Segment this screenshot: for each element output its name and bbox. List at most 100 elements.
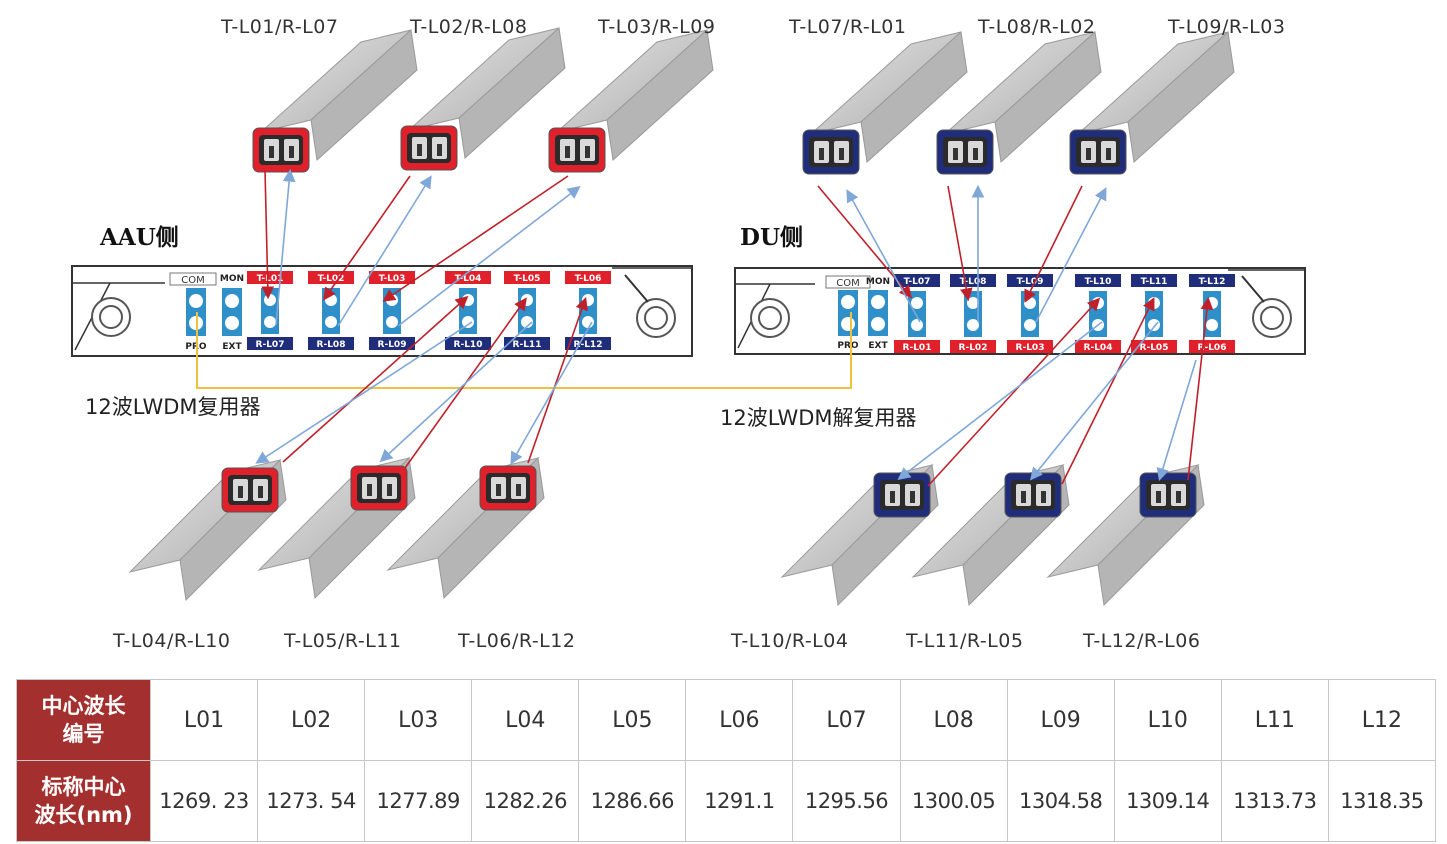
tx-fiber: [382, 175, 569, 302]
table-cell: 1300.05: [899, 760, 1008, 842]
aau-mux-panel: COM MON PRO EXT T-L01R-L07T-L02R-L08T-L0…: [71, 265, 693, 357]
table-cell: L08: [899, 679, 1008, 761]
module-label-bottom-4: T-L10/R-L04: [731, 630, 849, 652]
table-cell: 1269. 23: [149, 760, 259, 842]
module-label-bottom-5: T-L11/R-L05: [906, 630, 1024, 652]
rx-fiber: [337, 175, 432, 327]
port-label-bottom: R-L07: [256, 340, 285, 350]
du-ext-label: EXT: [868, 341, 888, 351]
rx-fiber: [397, 186, 581, 327]
port-label-bottom: R-L09: [378, 340, 407, 350]
port-tag-bottom: [1131, 340, 1177, 353]
module-label-bottom-3: T-L06/R-L12: [458, 630, 576, 652]
port-label-top: T-L05: [514, 274, 541, 284]
port-tag-bottom: [1007, 340, 1053, 353]
module-label-top-6: T-L09/R-L03: [1168, 16, 1286, 38]
du-mon-label: MON: [866, 277, 890, 287]
aau-mon-label: MON: [220, 274, 244, 284]
tx-fiber: [1187, 296, 1214, 481]
table-cell: L10: [1113, 679, 1222, 761]
port-tag-top: [1189, 274, 1235, 287]
header-cell-wavelength: 标称中心波长(nm): [16, 760, 151, 842]
port-tag-top: [565, 271, 611, 284]
port-label-bottom: R-L06: [1198, 343, 1227, 353]
port-label-bottom: R-L02: [959, 343, 988, 353]
table-cell: L09: [1006, 679, 1115, 761]
module-label-bottom-1: T-L04/R-L10: [113, 630, 231, 652]
port-label-bottom: R-L05: [1140, 343, 1169, 353]
table-row-wavelengths: 标称中心波长(nm) 1269. 23 1273. 54 1277.89 128…: [16, 760, 1437, 842]
tx-fiber: [282, 295, 469, 463]
port-tag-top: [1075, 274, 1121, 287]
table-cell: L12: [1327, 679, 1437, 761]
rx-fiber: [846, 189, 921, 323]
tx-fiber: [947, 185, 973, 302]
table-cell: L02: [257, 679, 366, 761]
table-row-ids: 中心波长编号 L01 L02 L03 L04 L05 L06 L07 L08 L…: [16, 679, 1437, 761]
module-label-top-5: T-L08/R-L02: [978, 16, 1096, 38]
rx-fiber: [1029, 321, 1159, 481]
header-cell-id: 中心波长编号: [16, 679, 151, 761]
port-label-top: T-L08: [960, 277, 987, 287]
port-label-bottom: R-L11: [513, 340, 542, 350]
port-hole: [264, 316, 276, 328]
port-hole: [967, 319, 979, 331]
port-label-bottom: R-L01: [903, 343, 932, 353]
aau-mux-caption: 12波LWDM复用器: [85, 395, 261, 419]
module-label-top-2: T-L02/R-L08: [410, 16, 528, 38]
table-cell: L05: [578, 679, 687, 761]
du-demux-caption: 12波LWDM解复用器: [720, 406, 917, 430]
sfp-transceiver-icon: [911, 463, 1070, 607]
du-side-label: DU侧: [740, 224, 804, 251]
table-cell: L01: [149, 679, 259, 761]
table-cell: 1286.66: [578, 760, 687, 842]
rx-fiber: [1035, 187, 1107, 323]
rx-fiber: [897, 321, 1103, 480]
port-hole: [386, 316, 398, 328]
aau-com-label: COM: [181, 275, 204, 286]
port-tag-top: [894, 274, 940, 287]
module-label-top-3: T-L03/R-L09: [598, 16, 716, 38]
sfp-transceiver-icon: [257, 456, 416, 600]
module-label-bottom-6: T-L12/R-L06: [1083, 630, 1201, 652]
port-label-top: T-L03: [379, 274, 406, 284]
tx-fiber: [1061, 297, 1155, 485]
port-tag-bottom: [1075, 340, 1121, 353]
port-hole: [582, 316, 594, 328]
port-tag-bottom: [565, 337, 611, 350]
port-hole: [1148, 319, 1160, 331]
table-cell: 1313.73: [1220, 760, 1329, 842]
port-hole: [1024, 319, 1036, 331]
module-label-bottom-2: T-L05/R-L11: [284, 630, 402, 652]
tx-fiber: [527, 296, 588, 464]
port-label-top: T-L10: [1085, 277, 1112, 287]
rx-fiber: [1156, 359, 1197, 482]
port-hole: [521, 316, 533, 328]
port-tag-bottom: [369, 337, 415, 350]
port-hole: [325, 316, 337, 328]
table-cell: 1277.89: [364, 760, 473, 842]
port-tag-bottom: [445, 337, 491, 350]
port-label-top: T-L04: [455, 274, 482, 284]
rx-fiber: [275, 168, 296, 326]
port-hole: [911, 297, 923, 309]
sfp-transceiver-icon: [780, 463, 939, 607]
table-cell: L06: [685, 679, 794, 761]
port-tag-bottom: [504, 337, 550, 350]
port-label-bottom: R-L08: [317, 340, 346, 350]
port-label-top: T-L12: [1199, 277, 1226, 287]
du-pro-label: PRO: [837, 341, 859, 351]
port-tag-top: [1131, 274, 1177, 287]
sfp-transceiver-icon: [802, 31, 968, 175]
port-tag-bottom: [894, 340, 940, 353]
table-cell: 1318.35: [1327, 760, 1437, 842]
port-hole: [462, 316, 474, 328]
port-tag-top: [950, 274, 996, 287]
rx-fiber: [255, 321, 473, 464]
module-label-top-4: T-L07/R-L01: [789, 16, 907, 38]
table-cell: 1273. 54: [257, 760, 366, 842]
aau-side-label: AAU侧: [100, 224, 179, 251]
port-label-top: T-L02: [318, 274, 345, 284]
sfp-transceiver-icon: [1069, 31, 1235, 175]
port-tag-top: [247, 271, 293, 284]
